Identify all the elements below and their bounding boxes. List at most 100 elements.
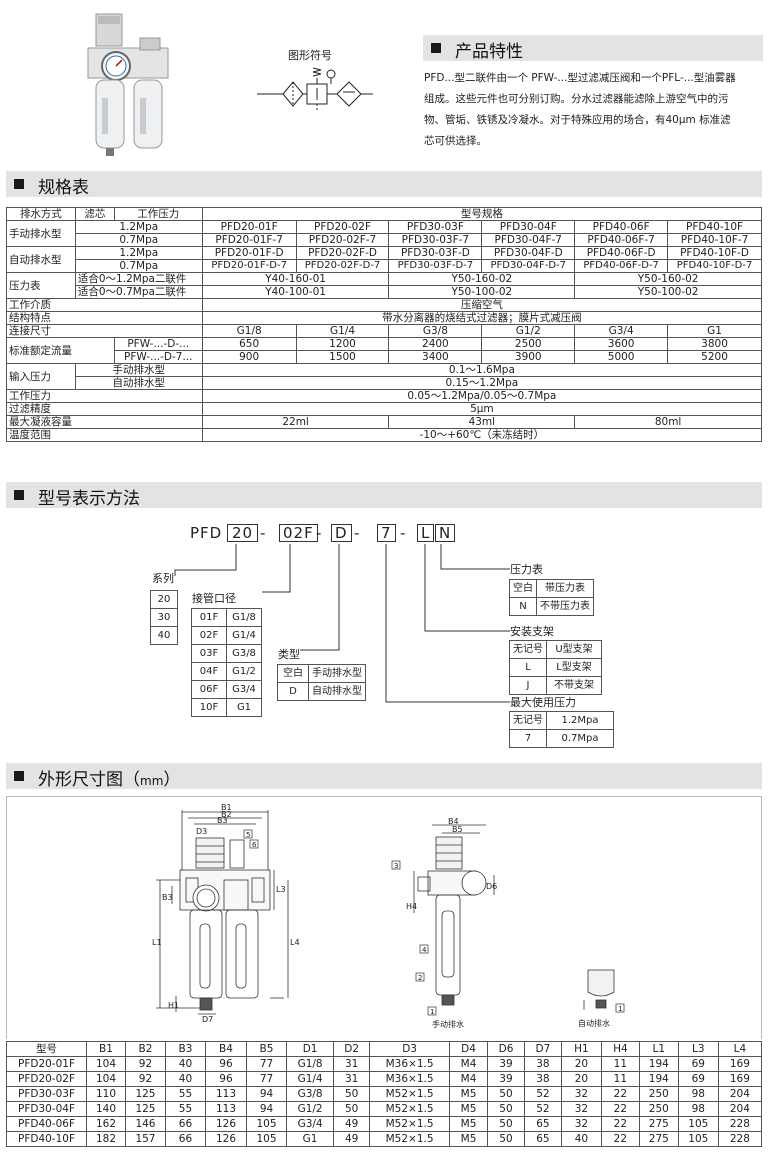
- square-icon: [14, 771, 24, 781]
- symbol-label: 图形符号: [288, 49, 332, 62]
- table-row: 最大凝液容量 22ml 43ml 80ml: [6, 415, 762, 429]
- model-connector-lines: [174, 544, 510, 703]
- label-h1: H1: [168, 1001, 179, 1010]
- table-cell: 140: [86, 1101, 126, 1117]
- table-row: 40: [150, 626, 178, 645]
- table-cell: D6: [487, 1041, 525, 1057]
- cell: 自动排水型: [308, 682, 366, 701]
- table-row: 20: [150, 590, 178, 609]
- table-cell: 22: [600, 1086, 640, 1102]
- dims-unit: mm: [140, 774, 164, 788]
- table-cell: 50: [333, 1086, 371, 1102]
- callout-1-auto: 1: [618, 1005, 622, 1013]
- cell: -10～+60℃（未冻结时）: [201, 428, 763, 442]
- spec-header: 规格表: [6, 171, 762, 198]
- cell: PFD30-04F: [481, 220, 576, 234]
- table-cell: 275: [638, 1131, 679, 1147]
- label-h4: H4: [406, 902, 417, 911]
- cell: PFD20-02F-7: [295, 233, 390, 247]
- table-cell: 11: [600, 1056, 640, 1072]
- table-cell: 50: [333, 1101, 371, 1117]
- cell: 01F: [191, 608, 227, 627]
- table-row: 空白手动排水型: [277, 664, 366, 683]
- table-cell: 52: [523, 1086, 562, 1102]
- table-cell: 105: [246, 1131, 287, 1147]
- table-cell: 94: [246, 1086, 287, 1102]
- table-row: PFW-...-D-7... 900 1500 3400 3900 5000 5…: [7, 350, 762, 364]
- front-view-drawing: B1 B2 B3 D3 L1 L4 L3 B3 H1 D7 5 6: [152, 803, 300, 1024]
- table-cell: 77: [246, 1056, 287, 1072]
- dims-title-text: 外形尺寸图（: [38, 770, 140, 790]
- cell: G1: [226, 698, 262, 717]
- table-cell: M52×1.5: [369, 1116, 451, 1132]
- dims-header: 外形尺寸图（mm）: [6, 763, 762, 790]
- label-b3: B3: [217, 816, 228, 825]
- table-cell: 104: [86, 1056, 126, 1072]
- label-l4: L4: [290, 938, 300, 947]
- table-cell: 126: [204, 1116, 248, 1132]
- features-text: PFD...型二联件由一个 PFW-...型过滤减压阀和一个PFL-...型油雾…: [424, 68, 766, 152]
- square-icon: [14, 179, 24, 189]
- label-b3-side: B3: [162, 893, 173, 902]
- cell: 2500: [481, 337, 576, 351]
- cell: Y50-100-02: [574, 285, 762, 299]
- table-cell: 125: [124, 1086, 166, 1102]
- table-cell: 55: [164, 1101, 206, 1117]
- table-cell: 92: [124, 1071, 166, 1087]
- cell: 空白: [509, 579, 537, 598]
- table-cell: 22: [600, 1101, 640, 1117]
- label-d6: D6: [486, 882, 497, 891]
- label-l1: L1: [152, 938, 162, 947]
- gauge-label: 压力表: [510, 563, 543, 576]
- table-cell: 105: [246, 1116, 287, 1132]
- cell: 06F: [191, 680, 227, 699]
- table-cell: D7: [523, 1041, 562, 1057]
- table-cell: 92: [124, 1056, 166, 1072]
- table-cell: 98: [677, 1086, 719, 1102]
- cell: 无记号: [509, 711, 547, 730]
- cell: 带压力表: [536, 579, 594, 598]
- cell: 04F: [191, 662, 227, 681]
- row-label: 标准额定流量: [6, 337, 115, 364]
- cell: 40: [150, 626, 178, 645]
- table-cell: 50: [487, 1086, 525, 1102]
- table-cell: 275: [638, 1116, 679, 1132]
- table-row: 空白带压力表: [509, 579, 594, 598]
- table-cell: 66: [164, 1131, 206, 1147]
- table-cell: 146: [124, 1116, 166, 1132]
- table-cell: 11: [600, 1071, 640, 1087]
- sub-label: PFW-...-D-7...: [113, 350, 203, 364]
- product-photo: [80, 8, 180, 158]
- cell: 10F: [191, 698, 227, 717]
- table-cell: 125: [124, 1101, 166, 1117]
- table-cell: D4: [449, 1041, 489, 1057]
- table-cell: 22: [600, 1131, 640, 1147]
- table-row: 输入压力 手动排水型 0.1～1.6Mpa: [6, 363, 763, 390]
- table-row: 连接尺寸 G1/8 G1/4 G3/8 G1/2 G3/4 G1: [6, 324, 762, 338]
- features-line: 芯可供选择。: [424, 135, 487, 147]
- table-cell: 39: [487, 1056, 525, 1072]
- square-icon: [14, 490, 24, 500]
- table-cell: PFD20-02F: [6, 1071, 87, 1087]
- table-cell: L4: [717, 1041, 763, 1057]
- table-cell: 228: [717, 1116, 763, 1132]
- table-cell: G1/8: [285, 1056, 335, 1072]
- table-cell: B1: [86, 1041, 126, 1057]
- table-cell: G1: [285, 1131, 335, 1147]
- cell: 20: [150, 590, 178, 609]
- table-cell: 49: [333, 1131, 371, 1147]
- cell: 1200: [295, 337, 390, 351]
- table-cell: G3/4: [285, 1116, 335, 1132]
- model-header: 型号表示方法: [6, 482, 762, 509]
- auto-drain-drawing: 1 自动排水: [578, 969, 625, 1028]
- table-row: 30: [150, 608, 178, 627]
- cell: G1/2: [226, 662, 262, 681]
- table-row: 自动排水型 1.2Mpa PFD20-01F-D PFD20-02F-D PFD…: [6, 246, 762, 273]
- table-cell: 40: [560, 1131, 602, 1147]
